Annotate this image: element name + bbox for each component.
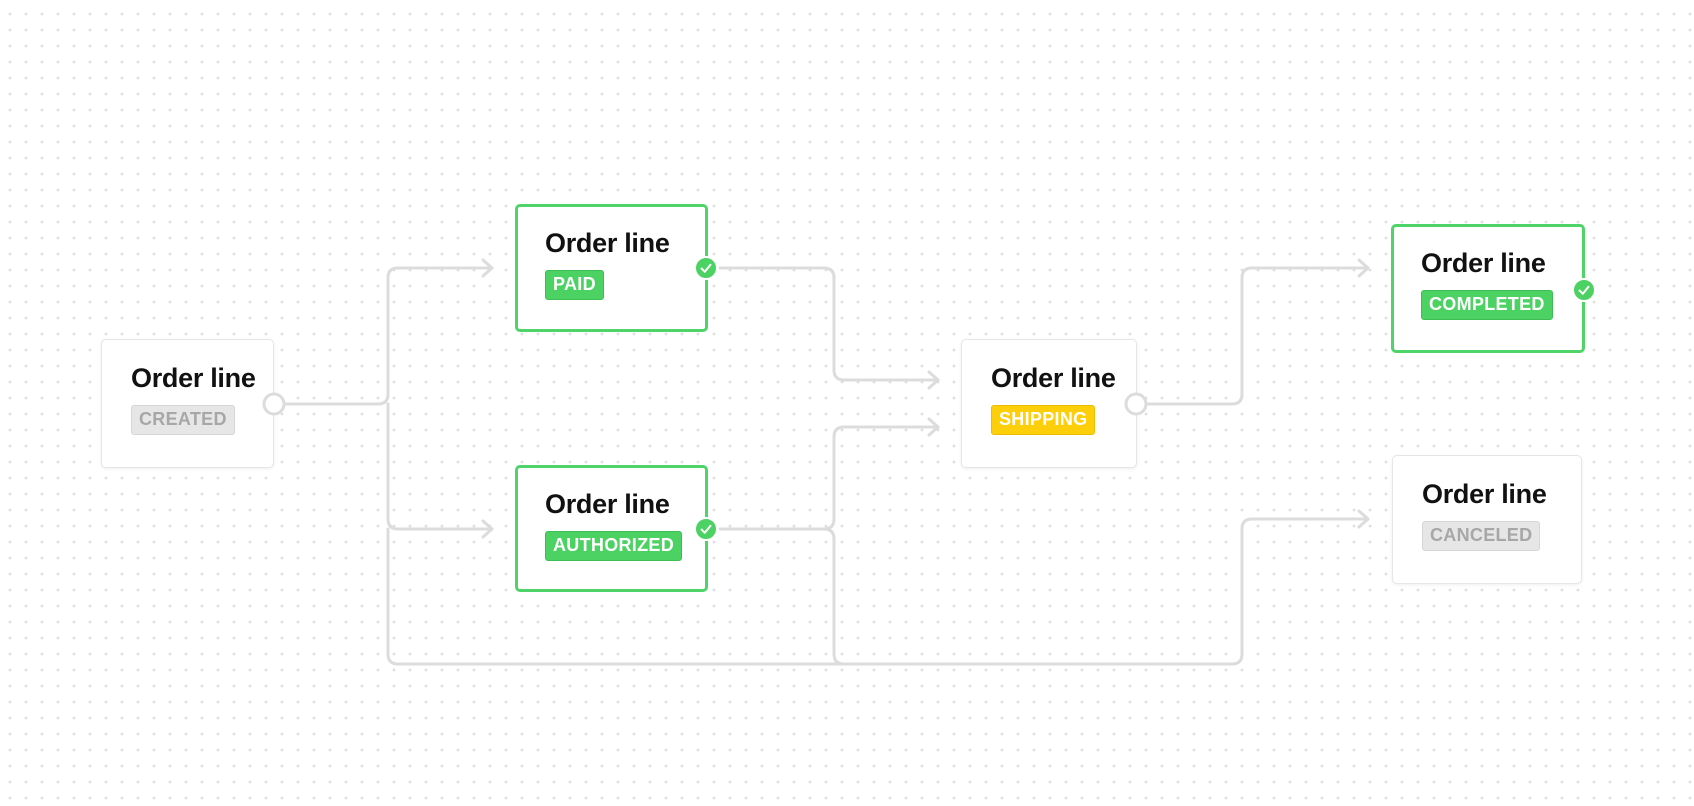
node-title: Order line [1421,248,1546,278]
node-canceled[interactable]: Order line CANCELED [1392,455,1582,584]
status-badge: PAID [545,270,604,300]
status-badge: CANCELED [1422,521,1541,551]
edge-authorized-canceled [822,527,1234,666]
node-paid[interactable]: Order line PAID [515,204,708,332]
node-title: Order line [545,489,670,519]
check-circle-icon [694,256,718,280]
edge-created-canceled [386,517,1370,666]
hollow-circle-port-icon[interactable] [1124,392,1148,416]
hollow-circle-port-icon[interactable] [262,392,286,416]
status-badge: SHIPPING [991,405,1096,435]
arrow-head-icon [1357,509,1370,529]
node-title: Order line [131,363,256,393]
arrow-head-icon [1357,258,1370,278]
node-title: Order line [991,363,1116,393]
node-authorized[interactable]: Order line AUTHORIZED [515,465,708,592]
edge-shipping-completed [1142,266,1370,406]
edge-created-paid [386,266,494,396]
arrow-head-icon [927,370,940,390]
node-completed[interactable]: Order line COMPLETED [1391,224,1585,353]
check-circle-icon [1572,278,1596,302]
status-badge: AUTHORIZED [545,531,682,561]
status-badge: COMPLETED [1421,290,1553,320]
edge-created-trunk [272,392,390,406]
node-title: Order line [1422,479,1547,509]
check-circle-icon [694,517,718,541]
edge-created-authorized [386,402,494,531]
status-badge: CREATED [131,405,235,435]
arrow-head-icon [481,519,494,539]
arrow-head-icon [927,417,940,437]
edge-paid-shipping [718,266,940,382]
arrow-head-icon [481,258,494,278]
node-shipping[interactable]: Order line SHIPPING [961,339,1137,468]
node-title: Order line [545,228,670,258]
